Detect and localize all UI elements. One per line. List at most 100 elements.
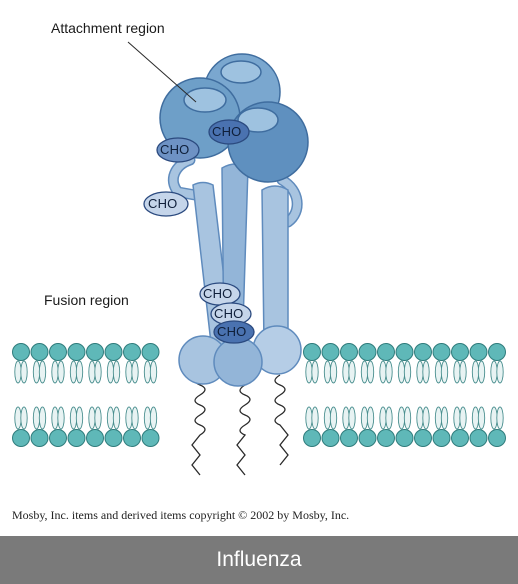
lipid-head [488, 429, 506, 447]
fusion-region-label: Fusion region [44, 292, 129, 308]
lipid-tail [69, 406, 78, 430]
lipid-head [141, 429, 160, 447]
lipid-tail [20, 360, 28, 384]
lipid-head [86, 429, 104, 447]
lipid-tail [403, 360, 412, 384]
lipid-head [303, 343, 321, 361]
lipid-tail [125, 360, 133, 384]
lipid-head [451, 343, 469, 361]
lipid-head [123, 343, 141, 361]
lipid-tail [342, 406, 350, 430]
lipid-tail [348, 360, 356, 384]
lipid-tail [75, 360, 84, 384]
lipid-tail [422, 406, 430, 430]
lipid-tail [311, 360, 319, 384]
lipid-head [303, 429, 321, 447]
lipid-tail [131, 360, 139, 384]
lipid-tail [477, 406, 486, 430]
lipid-head [321, 343, 340, 361]
transmembrane-coils [191, 374, 289, 476]
cho-label: CHO [160, 142, 190, 157]
lipid-tail [125, 406, 133, 430]
lipid-tail [366, 406, 375, 430]
lipid-tail [385, 360, 393, 384]
lipid-tail [51, 360, 59, 384]
cho-label: CHO [203, 286, 233, 301]
lipid-tail [106, 406, 115, 430]
lipid-tail [32, 406, 41, 430]
lipid-head [12, 429, 30, 447]
lipid-head [123, 429, 141, 447]
lipid-head [358, 429, 377, 447]
lipid-tail [57, 360, 65, 384]
lipid-tail [471, 406, 480, 430]
lipid-tail [459, 406, 467, 430]
lipid-tail [143, 406, 152, 430]
lipid-tail [366, 360, 375, 384]
caption-bar: Influenza [0, 536, 518, 584]
lipid-tail [385, 406, 393, 430]
cho-label: CHO [214, 306, 244, 321]
lipid-tail [38, 360, 47, 384]
lipid-tail [14, 406, 22, 430]
lipid-head [469, 343, 488, 361]
lipid-head [395, 429, 414, 447]
lipid-head [488, 343, 506, 361]
lipid-tail [453, 360, 461, 384]
lipid-tail [440, 360, 449, 384]
lipid-tail [379, 406, 387, 430]
lipid-tail [149, 406, 158, 430]
lipid-head [469, 429, 488, 447]
lipid-tail [477, 360, 486, 384]
lipid-tail [305, 360, 313, 384]
lipid-tail [88, 360, 96, 384]
lipid-tail [490, 406, 498, 430]
lipid-tail [403, 406, 412, 430]
lipid-head [340, 343, 358, 361]
lipid-tail [342, 360, 350, 384]
lipid-tail [311, 406, 319, 430]
lipid-tail [323, 360, 332, 384]
lipid-head [377, 429, 395, 447]
lipid-tail [471, 360, 480, 384]
lipid-head [141, 343, 160, 361]
lipid-head [432, 343, 451, 361]
lipid-tail [323, 406, 332, 430]
lipid-head [321, 429, 340, 447]
lipid-head [67, 343, 86, 361]
lipid-head [432, 429, 451, 447]
lipid-tail [94, 406, 102, 430]
caption-title: Influenza [216, 548, 302, 571]
lipid-tail [75, 406, 84, 430]
lipid-tail [143, 360, 152, 384]
lipid-tail [69, 360, 78, 384]
lipid-tail [490, 360, 498, 384]
lipid-head [86, 343, 104, 361]
lipid-tail [51, 406, 59, 430]
lipid-tail [379, 360, 387, 384]
lipid-tail [360, 360, 369, 384]
cho-ovals [143, 119, 255, 344]
lipid-tail [459, 360, 467, 384]
lipid-head [30, 343, 49, 361]
lipid-head [395, 343, 414, 361]
lipid-tail [397, 360, 406, 384]
lipid-head [414, 343, 432, 361]
lipid-tail [305, 406, 313, 430]
lipid-tail [88, 406, 96, 430]
lipid-tail [434, 406, 443, 430]
copyright-notice: Mosby, Inc. items and derived items copy… [12, 508, 350, 522]
lipid-tail [112, 406, 121, 430]
base-spheres [178, 325, 302, 387]
lipid-head [104, 429, 123, 447]
lipid-tail [149, 360, 158, 384]
lipid-tail [57, 406, 65, 430]
lipid-tail [14, 360, 22, 384]
lipid-tail [38, 406, 47, 430]
lipid-head [451, 429, 469, 447]
lipid-head [377, 343, 395, 361]
lipid-tail [329, 360, 338, 384]
lipid-tail [453, 406, 461, 430]
lipid-tail [20, 406, 28, 430]
lipid-tail [496, 360, 504, 384]
